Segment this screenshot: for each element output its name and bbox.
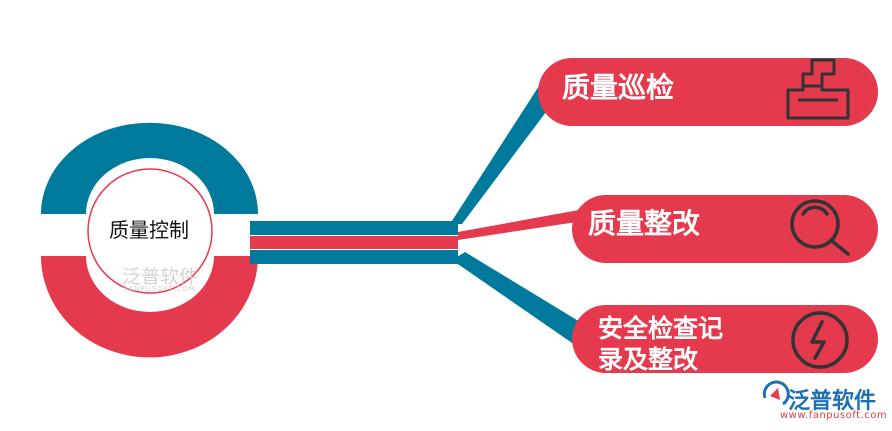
watermark-subtext: FANPUSOFT.COM bbox=[124, 285, 196, 293]
center-label: 质量控制 bbox=[109, 218, 189, 242]
connector-bar-red bbox=[250, 236, 458, 249]
fanpu-logo-mark bbox=[762, 380, 790, 406]
bottom-ring-arc bbox=[41, 256, 258, 358]
branch-label-3: 安全检查记 录及整改 bbox=[598, 313, 758, 376]
connector-bar-teal-bottom bbox=[250, 250, 458, 264]
connector-bar-teal-top bbox=[250, 221, 458, 235]
watermark-text: 泛普软件 bbox=[122, 266, 199, 288]
top-ring-arc bbox=[41, 122, 258, 214]
lightning-icon bbox=[791, 311, 849, 369]
logo-text: 泛普软件 bbox=[788, 389, 877, 414]
branch-label-1: 质量巡检 bbox=[562, 71, 675, 104]
logo-url: www.fanpusoft.com bbox=[780, 410, 888, 421]
branch-connector-top bbox=[450, 72, 570, 224]
branch-label-3-line1: 安全检查记 bbox=[598, 314, 724, 343]
branch-connector-bottom bbox=[452, 252, 585, 345]
branch-connector-middle bbox=[458, 208, 590, 240]
branch-pill-2 bbox=[572, 195, 878, 263]
center-circle bbox=[87, 168, 213, 294]
branch-pill-1 bbox=[538, 58, 878, 126]
magnifier-icon bbox=[790, 199, 850, 256]
branch-label-2: 质量整改 bbox=[588, 207, 701, 240]
clipboard-stamp-icon bbox=[786, 58, 850, 120]
branch-label-3-line2: 录及整改 bbox=[598, 345, 699, 375]
